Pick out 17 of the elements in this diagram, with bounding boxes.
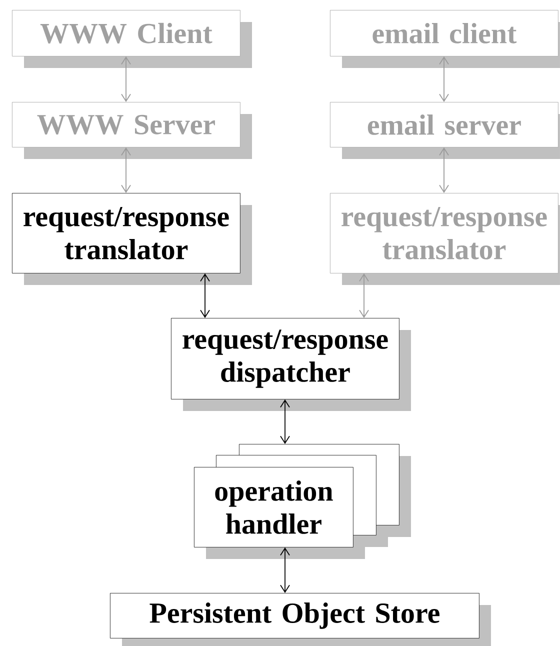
arrow [121,147,131,193]
process-box: request/response translator [12,193,240,274]
arrow [280,399,290,444]
arrow [359,273,369,318]
process-box: WWW Server [12,102,240,148]
arrow [121,56,131,102]
arrow [439,147,449,193]
process-box: WWW Client [12,10,240,56]
process-box: operation handler [194,467,354,548]
process-box: email client [330,10,558,56]
process-box: Persistent Object Store [110,593,480,638]
arrow [280,547,290,593]
process-box: request/response dispatcher [171,318,400,400]
arrow [439,56,449,102]
arrow [200,273,210,318]
process-box: email server [330,102,558,148]
process-box: request/response translator [330,193,558,274]
